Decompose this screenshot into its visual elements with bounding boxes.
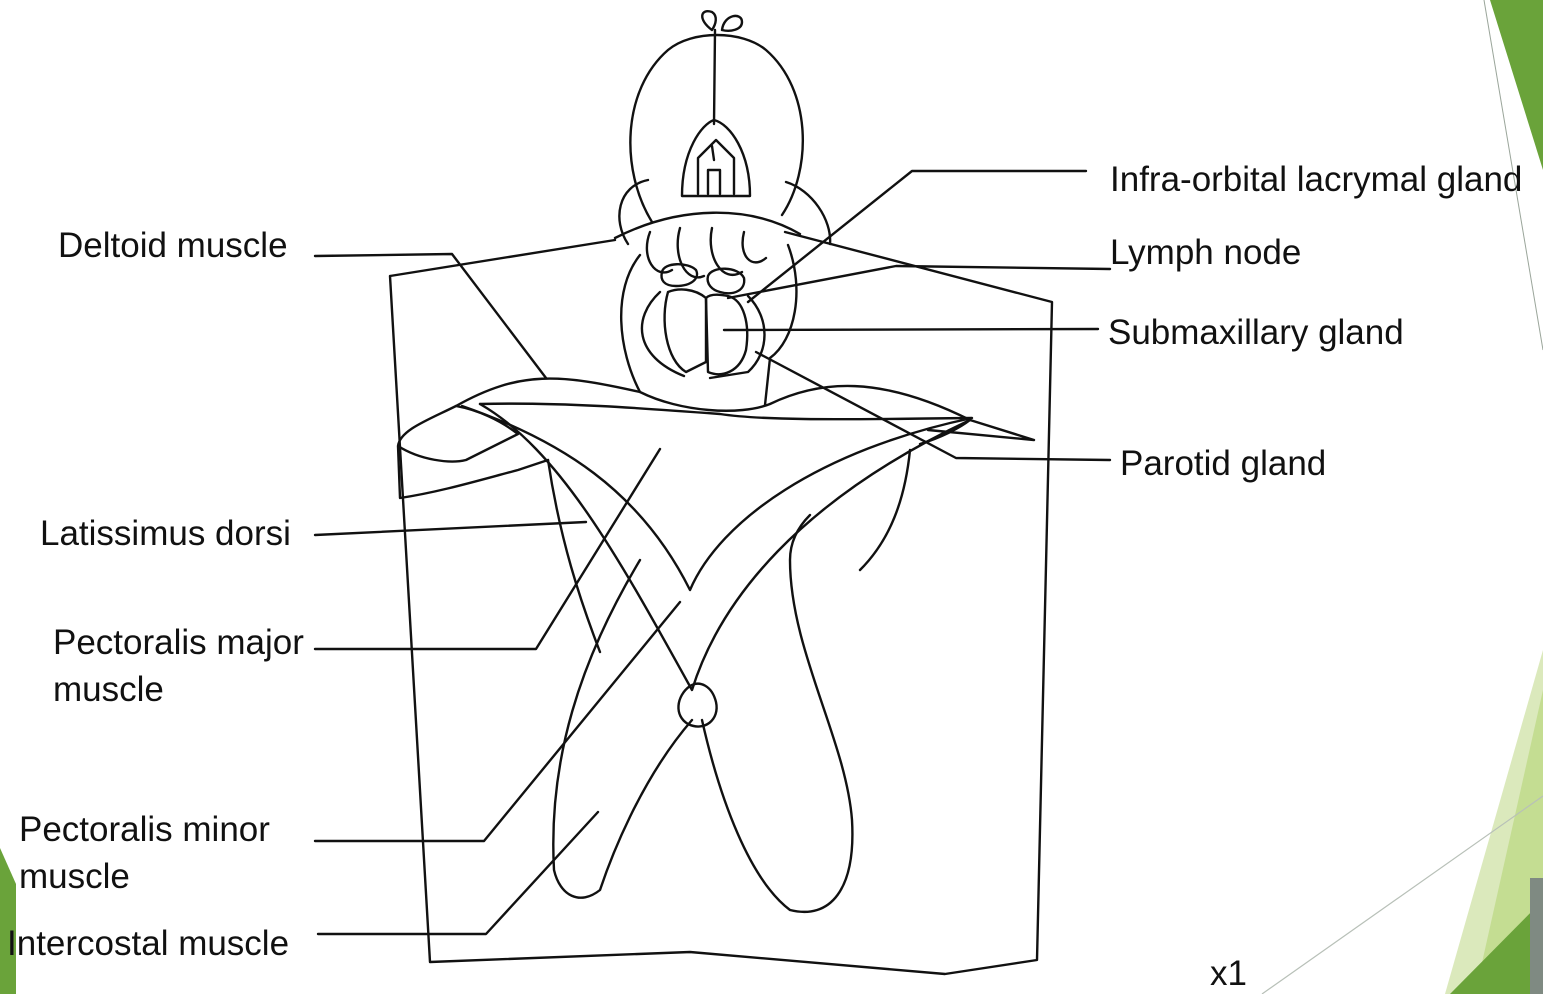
specimen-board-outline: [390, 232, 1052, 974]
bottom-right-grey-block: [1530, 878, 1543, 994]
thorax-muscles: [398, 379, 1034, 912]
left-forelimb: [398, 406, 548, 498]
left-latissimus: [548, 460, 600, 652]
label-infra-orbital-lacrymal-gland: Infra-orbital lacrymal gland: [1110, 156, 1522, 203]
left-intercostal: [553, 560, 692, 898]
pectoralis-major-outline: [462, 404, 972, 590]
neck-band: [615, 213, 800, 238]
brain-detail: [698, 140, 734, 194]
leader-pectoralis-minor: [315, 602, 680, 841]
head-midline: [714, 30, 715, 124]
label-submaxillary-gland: Submaxillary gland: [1108, 309, 1404, 356]
label-lymph-node: Lymph node: [1110, 229, 1301, 276]
label-intercostal-muscle: Intercostal muscle: [7, 920, 289, 967]
sternum: [678, 684, 716, 727]
neck-outline: [621, 245, 796, 405]
leader-latissimus: [315, 522, 586, 535]
magnification-label: x1: [1210, 950, 1247, 997]
label-pectoralis-minor-muscle: Pectoralis minor muscle: [19, 806, 270, 900]
right-latissimus: [860, 450, 910, 570]
label-latissimus-dorsi: Latissimus dorsi: [40, 510, 291, 557]
right-intercostal: [702, 515, 852, 912]
leader-parotid: [756, 352, 1110, 460]
submaxillary-left: [665, 290, 706, 372]
label-pectoralis-major-muscle: Pectoralis major muscle: [53, 619, 304, 713]
label-parotid-gland: Parotid gland: [1120, 440, 1326, 487]
submaxillary-right: [706, 295, 747, 375]
neck-glands: [642, 264, 765, 378]
leader-deltoid: [315, 254, 546, 378]
label-deltoid-muscle: Deltoid muscle: [58, 222, 288, 269]
neck-lobes: [647, 228, 766, 277]
head-outline: [630, 35, 802, 222]
right-forelimb: [920, 420, 1034, 444]
brain-outline: [682, 120, 750, 196]
nose: [702, 11, 742, 31]
leader-submaxillary: [724, 329, 1098, 330]
